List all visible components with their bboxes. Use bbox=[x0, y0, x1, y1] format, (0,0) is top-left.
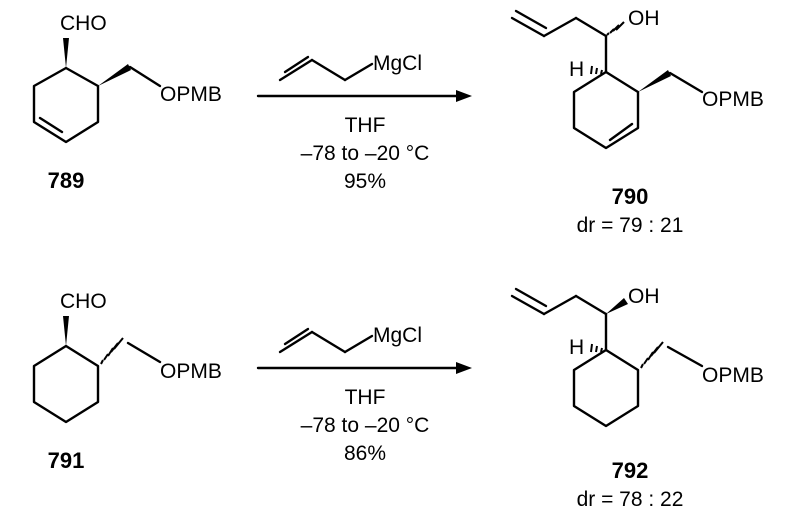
vinyl-double-inner-790 bbox=[514, 9, 548, 30]
reaction-arrow-head-2 bbox=[456, 362, 472, 374]
wedge-bond-ch2-790 bbox=[638, 70, 671, 92]
oh-label-792: OH bbox=[628, 285, 660, 308]
vinyl-double-outer-792 bbox=[510, 294, 546, 316]
reagent-allyl-mgcl-1: MgCl bbox=[278, 52, 422, 82]
allyl-double-bond-outer-1 bbox=[278, 58, 314, 82]
compound-789-structure: CHO OPMB bbox=[32, 12, 222, 144]
allyl-bond-3-1 bbox=[343, 62, 374, 82]
allyl-ch-ch2-792 bbox=[542, 294, 578, 316]
compound-number-792: 792 bbox=[612, 458, 649, 483]
compound-number-789: 789 bbox=[48, 168, 85, 193]
alkene-bond-789 bbox=[38, 116, 64, 134]
opmb-label-792: OPMB bbox=[702, 364, 764, 387]
wedge-bond-oh-792 bbox=[606, 298, 628, 314]
reaction-arrow-head-1 bbox=[456, 90, 472, 102]
allyl-double-bond-inner-1 bbox=[283, 55, 310, 74]
ch2-o-bond-792 bbox=[666, 345, 704, 368]
allyl-ch-ch2-790 bbox=[542, 16, 578, 38]
solvent-label-1: THF bbox=[345, 114, 386, 137]
oh-label-790: OH bbox=[628, 7, 660, 30]
h-label-792: H bbox=[569, 336, 584, 359]
allyl-double-bond-inner-2 bbox=[283, 327, 310, 346]
ring-790 bbox=[572, 70, 640, 150]
yield-label-2: 86% bbox=[344, 442, 386, 465]
cho-label-791: CHO bbox=[60, 290, 107, 313]
cho-label-789: CHO bbox=[60, 12, 107, 35]
reagent-mgcl-label-1: MgCl bbox=[373, 52, 422, 75]
allyl-double-bond-outer-2 bbox=[278, 330, 314, 354]
ch2-carbinol-790 bbox=[574, 16, 608, 38]
opmb-label-791: OPMB bbox=[160, 360, 222, 383]
hash-bond-oh-790 bbox=[606, 21, 625, 36]
ring-792 bbox=[572, 348, 640, 428]
compound-790-structure: OH H OPMB bbox=[510, 7, 764, 150]
reagent-mgcl-label-2: MgCl bbox=[373, 324, 422, 347]
wedge-bond-cho-791 bbox=[63, 316, 69, 346]
ch2-o-bond-789 bbox=[128, 65, 162, 88]
wedge-bond-cho-789 bbox=[63, 38, 69, 68]
ring-791 bbox=[32, 344, 100, 424]
compound-number-790: 790 bbox=[612, 184, 649, 209]
vinyl-double-inner-792 bbox=[514, 287, 548, 308]
ring-789 bbox=[32, 66, 100, 144]
allyl-bond-2-1 bbox=[310, 58, 347, 82]
alkene-bond-790 bbox=[608, 122, 634, 142]
compound-number-791: 791 bbox=[48, 448, 85, 473]
solvent-label-2: THF bbox=[345, 386, 386, 409]
temperature-label-2: –78 to –20 °C bbox=[301, 414, 430, 437]
temperature-label-1: –78 to –20 °C bbox=[301, 142, 430, 165]
compound-791-structure: CHO OPMB bbox=[32, 290, 222, 424]
reagent-allyl-mgcl-2: MgCl bbox=[278, 324, 422, 354]
dr-label-790: dr = 79 : 21 bbox=[577, 214, 684, 237]
compound-792-structure: OH H OPMB bbox=[510, 285, 764, 428]
h-label-790: H bbox=[569, 58, 584, 81]
ch2-carbinol-792 bbox=[574, 294, 608, 316]
ch2-o-bond-791 bbox=[126, 341, 162, 364]
dr-label-792: dr = 78 : 22 bbox=[577, 488, 684, 511]
wedge-bond-ch2-789 bbox=[98, 64, 131, 86]
allyl-bond-3-2 bbox=[343, 334, 374, 354]
hash-bond-ch2-791 bbox=[100, 337, 124, 365]
yield-label-1: 95% bbox=[344, 170, 386, 193]
vinyl-double-outer-790 bbox=[510, 16, 546, 38]
hash-bond-h-792 bbox=[590, 343, 603, 353]
opmb-label-789: OPMB bbox=[160, 83, 222, 106]
opmb-label-790: OPMB bbox=[702, 88, 764, 111]
allyl-bond-2-2 bbox=[310, 330, 347, 354]
ch2-o-bond-790 bbox=[668, 71, 704, 94]
hash-bond-h-790 bbox=[590, 65, 603, 75]
hash-bond-ch2-792 bbox=[640, 341, 664, 369]
